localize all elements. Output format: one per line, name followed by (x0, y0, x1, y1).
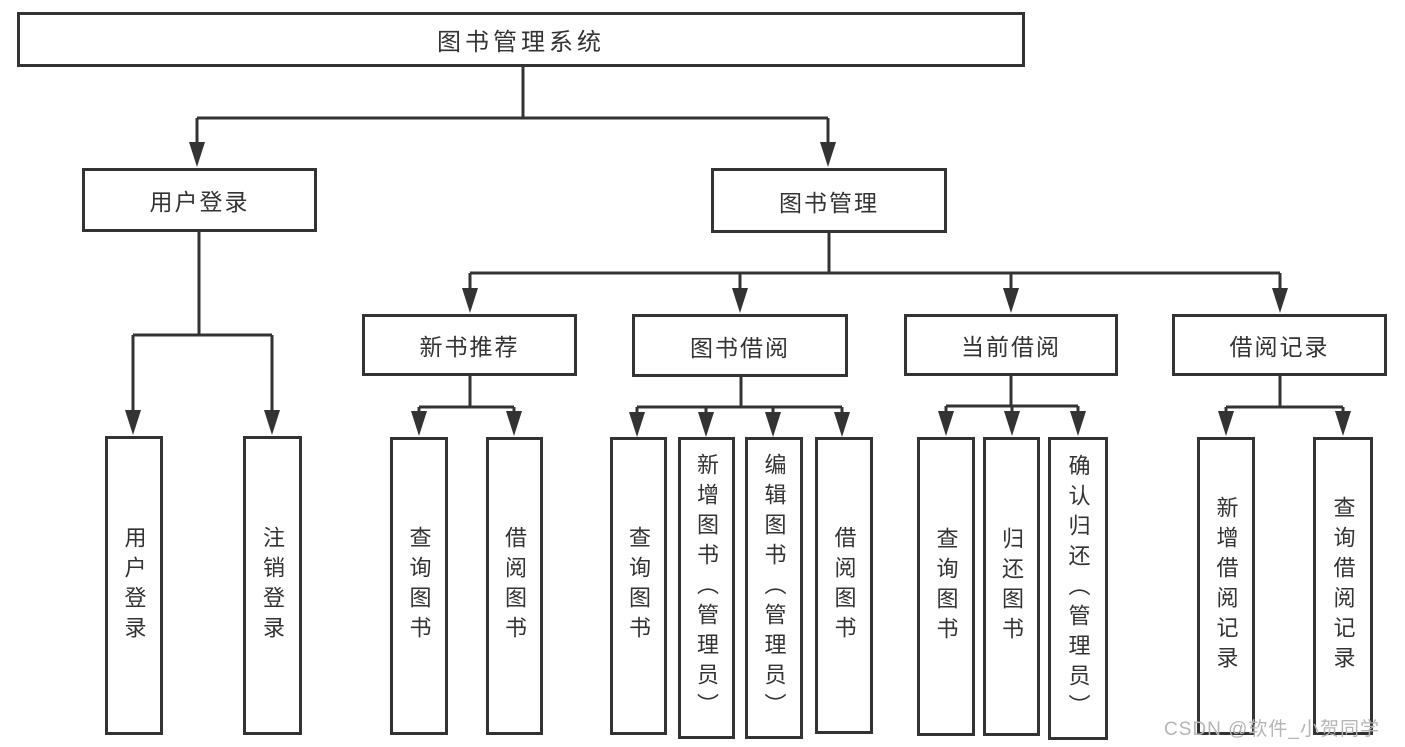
leaf-label: 借阅图书 (502, 526, 528, 646)
arrow-down-icon (732, 288, 748, 313)
connector-lines (131, 67, 1345, 415)
arrow-down-icon (938, 411, 954, 436)
arrow-down-icon (189, 142, 205, 167)
leaf-logout: 注销登录 (243, 436, 302, 735)
leaf-label: 归还图书 (999, 526, 1025, 647)
connector-user-login (131, 232, 274, 414)
arrow-down-icon (411, 411, 427, 436)
arrow-down-icon (1003, 288, 1019, 313)
arrow-down-icon (506, 411, 522, 436)
connector-new-book (417, 376, 516, 414)
leaf-edit-book-admin: 编辑图书（管理员） (745, 437, 803, 739)
leaf-label: 查询图书 (626, 526, 652, 646)
arrow-down-icon (629, 412, 645, 437)
arrowheads (125, 142, 1351, 437)
arrow-down-icon (462, 288, 478, 313)
leaf-borrow-books: 借阅图书 (815, 437, 873, 734)
leaf-label: 编辑图书（管理员） (761, 453, 787, 723)
leaf-query-books: 查询图书 (917, 437, 975, 736)
node-user-login: 用户登录 (82, 168, 317, 232)
leaf-label: 新增借阅记录 (1213, 496, 1239, 676)
arrow-down-icon (698, 412, 714, 437)
arrow-down-icon (264, 410, 280, 435)
leaf-label: 查询图书 (406, 526, 432, 646)
leaf-label: 确认归还（管理员） (1065, 453, 1091, 724)
leaf-label: 用户登录 (121, 525, 147, 646)
csdn-watermark: CSDN @软件_小贺同学 (1164, 719, 1380, 740)
leaf-user-login: 用户登录 (105, 436, 163, 735)
connector-book-borrowing (635, 377, 844, 415)
leaf-label: 查询图书 (933, 526, 959, 647)
node-book-management: 图书管理 (711, 168, 947, 233)
arrow-down-icon (1070, 411, 1086, 436)
arrow-down-icon (765, 412, 781, 437)
leaf-label: 借阅图书 (831, 525, 857, 646)
connector-book-management (468, 233, 1282, 292)
connector-root (195, 67, 830, 146)
arrow-down-icon (1272, 288, 1288, 313)
leaf-query-books: 查询图书 (390, 437, 448, 735)
leaf-add-borrow-record: 新增借阅记录 (1197, 437, 1255, 735)
connector-current-borrowing (944, 376, 1080, 414)
arrow-down-icon (1335, 411, 1351, 436)
node-library-system: 图书管理系统 (17, 12, 1025, 67)
connector-borrow-records (1224, 376, 1345, 414)
leaf-label: 查询借阅记录 (1330, 496, 1356, 676)
leaf-return-books: 归还图书 (983, 437, 1040, 736)
leaf-query-borrow-record: 查询借阅记录 (1313, 437, 1373, 735)
leaf-add-book-admin: 新增图书（管理员） (678, 437, 735, 739)
leaf-confirm-return-admin: 确认归还（管理员） (1048, 437, 1108, 740)
leaf-label: 注销登录 (260, 525, 286, 646)
node-book-borrowing: 图书借阅 (632, 314, 848, 377)
leaf-query-books: 查询图书 (610, 437, 667, 735)
leaf-label: 新增图书（管理员） (694, 453, 720, 723)
arrow-down-icon (834, 412, 850, 437)
arrow-down-icon (1218, 411, 1234, 436)
arrow-down-icon (125, 410, 141, 435)
node-new-book-recommend: 新书推荐 (362, 314, 577, 376)
node-borrow-records: 借阅记录 (1172, 314, 1387, 376)
node-current-borrowing: 当前借阅 (904, 314, 1118, 376)
arrow-down-icon (1004, 411, 1020, 436)
arrow-down-icon (820, 142, 836, 167)
leaf-borrow-books: 借阅图书 (486, 437, 543, 735)
